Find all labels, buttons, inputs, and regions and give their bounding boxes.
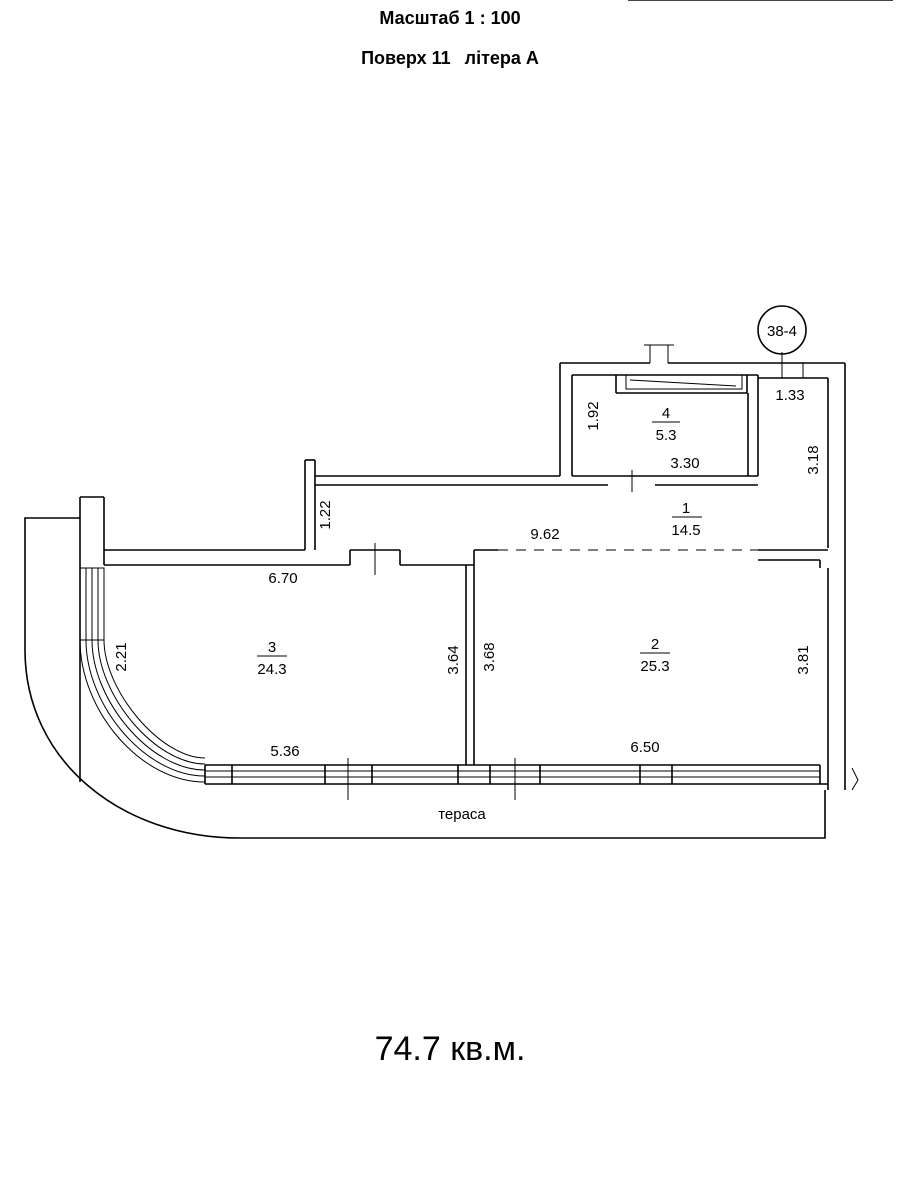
terrace-label: тераса xyxy=(438,806,486,823)
curved-window xyxy=(79,567,206,783)
room-4-number: 4 xyxy=(662,405,670,422)
dim-9-62: 9.62 xyxy=(530,526,559,543)
room-3-area: 24.3 xyxy=(257,661,286,678)
dim-3-68: 3.68 xyxy=(481,642,498,671)
outer-walls xyxy=(79,344,846,782)
room-1-number: 1 xyxy=(682,500,690,517)
dim-1-92: 1.92 xyxy=(585,401,602,430)
dim-1-22: 1.22 xyxy=(317,500,334,529)
total-area: 74.7 кв.м. xyxy=(374,1030,526,1068)
dim-3-64: 3.64 xyxy=(445,645,462,674)
room-1-area: 14.5 xyxy=(671,522,700,539)
room-3-label: 3 24.3 xyxy=(257,639,287,678)
room-2-number: 2 xyxy=(651,636,659,653)
bottom-windows xyxy=(204,758,859,800)
dim-5-36: 5.36 xyxy=(270,743,299,760)
dim-2-21: 2.21 xyxy=(113,642,130,671)
section-marker-circle xyxy=(757,305,807,355)
dim-6-70: 6.70 xyxy=(268,570,297,587)
scale-label: Масштаб 1 : 100 xyxy=(379,8,521,28)
dim-1-33: 1.33 xyxy=(775,387,804,404)
dim-3-81: 3.81 xyxy=(795,645,812,674)
dim-3-30: 3.30 xyxy=(670,455,699,472)
terrace-outline xyxy=(24,517,826,839)
partitions xyxy=(349,543,828,765)
header-rule xyxy=(628,0,893,1)
dim-6-50: 6.50 xyxy=(630,739,659,756)
room-3-number: 3 xyxy=(268,639,276,656)
room-2-label: 2 25.3 xyxy=(640,636,670,675)
room-2-area: 25.3 xyxy=(640,658,669,675)
floor-number: Поверх 11 xyxy=(361,48,451,68)
room-4-area: 5.3 xyxy=(656,427,677,444)
floor-label: Поверх 11 літера А xyxy=(0,48,900,69)
dim-3-18: 3.18 xyxy=(805,445,822,474)
room-1-label: 1 14.5 xyxy=(671,500,702,539)
room-4-walls xyxy=(572,374,759,492)
building-letter: літера А xyxy=(464,48,539,68)
section-marker-label: 38-4 xyxy=(767,323,797,340)
room-4-label: 4 5.3 xyxy=(652,405,680,444)
